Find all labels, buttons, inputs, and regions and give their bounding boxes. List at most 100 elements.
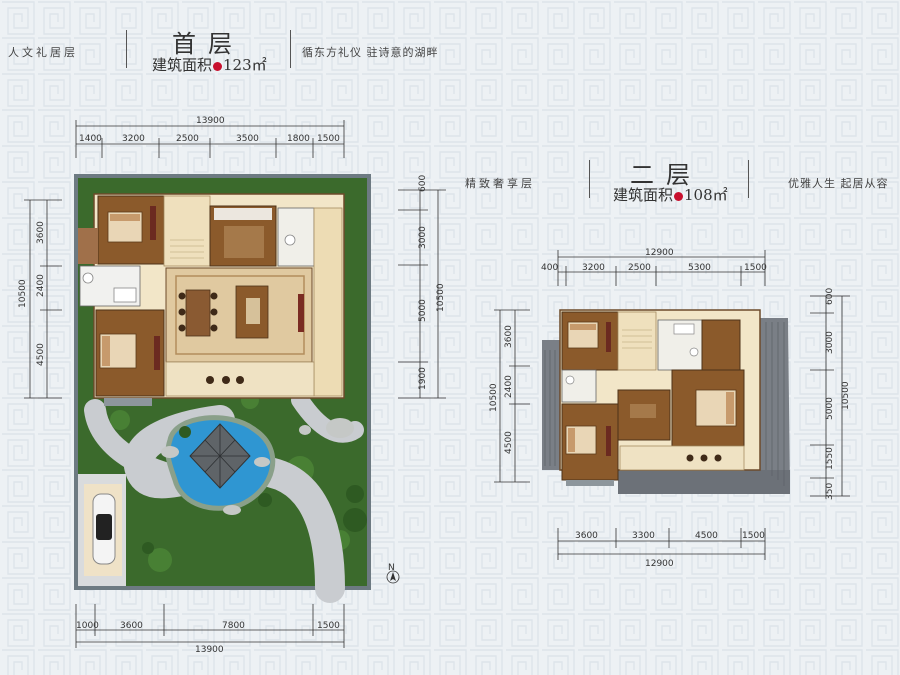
upper-area-label: 建筑面积 <box>613 186 674 204</box>
upper-top-dim: 3200 <box>582 263 605 273</box>
site-wall <box>74 174 371 590</box>
walk-in-closet <box>701 319 741 371</box>
upper-top-total: 12900 <box>645 248 674 258</box>
roof-bottom <box>618 470 790 494</box>
bathroom-2 <box>277 207 315 267</box>
ground-bottom-dimensions <box>75 604 345 648</box>
stair-hall <box>617 311 657 371</box>
ground-left-dimensions <box>24 199 62 399</box>
ground-right-dim: 3000 <box>418 226 428 249</box>
roof-right <box>760 318 790 490</box>
wardrobe-icon <box>150 206 156 240</box>
upper-right-dim: 600 <box>825 288 835 305</box>
ground-area-unit: ㎡ <box>251 56 267 74</box>
ground-area-value: 123 <box>223 56 252 74</box>
ground-top-total: 13900 <box>196 116 225 126</box>
upper-top-dim: 1500 <box>744 263 767 273</box>
upper-right-dimensions <box>810 295 850 497</box>
circle-icon <box>213 61 223 71</box>
pillow-icon <box>726 392 734 424</box>
ground-right-dim: 600 <box>418 175 428 192</box>
upper-area: 建筑面积 108㎡ <box>613 184 728 205</box>
balcony <box>619 445 745 471</box>
porch-chairs-icon <box>206 376 244 384</box>
upper-top-dim: 2500 <box>628 263 651 273</box>
ground-left-slogan: 人文礼居层 <box>8 46 78 59</box>
ground-right-slogan: 循东方礼仪 驻诗意的湖畔 <box>302 46 439 59</box>
terrace <box>313 207 343 397</box>
upper-left-total: 10500 <box>489 383 499 412</box>
balcony-chairs-icon <box>686 454 722 462</box>
toilet-icon <box>82 272 94 284</box>
ground-top-dim: 3200 <box>122 134 145 144</box>
garden-shrubs <box>142 426 367 554</box>
upper-left-dim: 4500 <box>504 431 514 454</box>
upper-title: 二层 <box>630 161 702 189</box>
entrance-steps <box>104 398 152 406</box>
ground-bottom-dim: 7800 <box>222 621 245 631</box>
pillow-icon <box>570 324 596 330</box>
divider <box>290 30 291 68</box>
upper-area-value: 108 <box>684 186 713 204</box>
upper-right-total: 10500 <box>841 381 851 410</box>
upper-right-dim: 1550 <box>825 447 835 470</box>
north-arrow-icon <box>386 570 400 584</box>
divider <box>748 160 749 198</box>
ground-area: 建筑面积 123㎡ <box>152 54 267 75</box>
upper-bottom-total: 12900 <box>645 559 674 569</box>
ground-left-dim: 3600 <box>36 221 46 244</box>
wardrobe-icon <box>606 322 611 352</box>
upper-area-unit: ㎡ <box>712 186 728 204</box>
chair-icons <box>178 292 218 332</box>
ground-top-dim: 2500 <box>176 134 199 144</box>
ground-area-label: 建筑面积 <box>152 56 213 74</box>
stairs-icon <box>170 239 204 259</box>
upper-left-slogan: 精致奢享层 <box>465 177 535 190</box>
ground-left-dim: 2400 <box>36 274 46 297</box>
upper-right-dim: 350 <box>825 483 835 500</box>
garden-rocks <box>161 418 354 515</box>
upper-top-dimensions <box>557 250 766 286</box>
stair-hall <box>163 195 211 267</box>
ground-top-dimensions <box>75 120 345 158</box>
ground-title: 首层 <box>172 30 244 58</box>
ground-bottom-dim: 1000 <box>76 621 99 631</box>
ground-left-dim: 4500 <box>36 343 46 366</box>
upper-left-dimensions <box>494 309 530 483</box>
pillow-icon <box>110 214 140 221</box>
ground-right-dim: 1900 <box>418 367 428 390</box>
circle-icon <box>674 191 684 201</box>
roof-tiles <box>544 322 785 486</box>
bathtub-icon <box>673 323 695 335</box>
wardrobe-icon <box>154 336 160 370</box>
desk-icon <box>630 404 656 418</box>
upper-right-dim: 5000 <box>825 397 835 420</box>
upper-bottom-dimensions <box>557 528 766 560</box>
car-windshield <box>96 514 112 540</box>
ground-top-dim: 1800 <box>287 134 310 144</box>
kitchen-island <box>224 226 264 258</box>
north-label: N <box>388 563 395 573</box>
tv-cabinet-icon <box>298 294 304 332</box>
divider <box>589 160 590 198</box>
ground-top-dim: 1500 <box>317 134 340 144</box>
ground-right-dimensions <box>398 189 446 399</box>
upper-bottom-dim: 3300 <box>632 531 655 541</box>
toilet-icon <box>689 347 699 357</box>
ground-left-total: 10500 <box>18 279 28 308</box>
pavilion-roof-lines <box>190 424 250 488</box>
upper-bottom-dim: 3600 <box>575 531 598 541</box>
ground-bottom-dim: 3600 <box>120 621 143 631</box>
toilet-icon <box>565 375 575 385</box>
counter-icon <box>214 208 272 220</box>
upper-right-dim: 3000 <box>825 331 835 354</box>
ground-top-dim: 1400 <box>79 134 102 144</box>
upper-top-dim: 5300 <box>688 263 711 273</box>
ground-right-dim: 5000 <box>418 299 428 322</box>
pillow-icon <box>102 336 110 366</box>
steps <box>566 480 614 486</box>
ground-bottom-dim: 1500 <box>317 621 340 631</box>
toilet-icon <box>284 234 296 246</box>
